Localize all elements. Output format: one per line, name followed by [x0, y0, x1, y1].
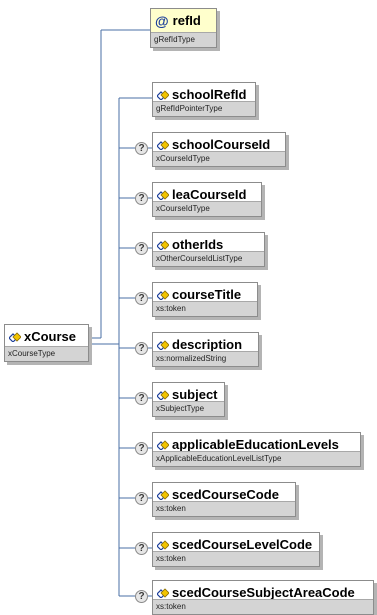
- optional-question-icon: ?: [135, 142, 148, 155]
- optional-question-icon: ?: [135, 492, 148, 505]
- element-icon: [9, 331, 21, 342]
- element-type: xApplicableEducationLevelListType: [153, 451, 360, 466]
- element-icon: [157, 439, 169, 450]
- element-type: xSubjectType: [153, 401, 224, 416]
- element-name: schoolRefId: [172, 87, 247, 102]
- element-icon: [157, 189, 169, 200]
- element-icon: [157, 539, 169, 550]
- element-name: otherIds: [172, 237, 224, 252]
- element-name: leaCourseId: [172, 187, 247, 202]
- element-icon: [157, 289, 169, 300]
- optional-question-icon: ?: [135, 590, 148, 603]
- element-type: xOtherCourseIdListType: [153, 251, 264, 266]
- attribute-type: gRefIdType: [151, 32, 216, 47]
- element-icon: [157, 489, 169, 500]
- optional-question-icon: ?: [135, 192, 148, 205]
- root-element-box[interactable]: xCourse xCourseType: [4, 324, 89, 362]
- attribute-name: refId: [172, 13, 201, 28]
- element-name: schoolCourseId: [172, 137, 271, 152]
- optional-question-icon: ?: [135, 242, 148, 255]
- element-type: xs:token: [153, 301, 257, 316]
- optional-question-icon: ?: [135, 292, 148, 305]
- element-name: scedCourseSubjectAreaCode: [172, 585, 355, 600]
- element-type: gRefIdPointerType: [153, 101, 255, 116]
- element-type: xs:normalizedString: [153, 351, 258, 366]
- element-type: xCourseIdType: [153, 201, 261, 216]
- optional-question-icon: ?: [135, 342, 148, 355]
- element-type: xCourseIdType: [153, 151, 285, 166]
- optional-question-icon: ?: [135, 442, 148, 455]
- element-icon: [157, 239, 169, 250]
- element-type: xs:token: [153, 551, 319, 566]
- element-icon: [157, 139, 169, 150]
- optional-question-icon: ?: [135, 542, 148, 555]
- element-type: xs:token: [153, 599, 373, 614]
- element-icon: [157, 339, 169, 350]
- element-icon: [157, 587, 169, 598]
- element-name: subject: [172, 387, 218, 402]
- element-name: applicableEducationLevels: [172, 437, 339, 452]
- element-name: scedCourseCode: [172, 487, 279, 502]
- element-name: scedCourseLevelCode: [172, 537, 313, 552]
- root-element-name: xCourse: [24, 329, 77, 344]
- attribute-box[interactable]: @ refId gRefIdType: [150, 8, 217, 48]
- element-type: xs:token: [153, 501, 295, 516]
- root-element-type: xCourseType: [5, 346, 88, 361]
- attribute-at-icon: @: [155, 12, 169, 29]
- element-name: courseTitle: [172, 287, 242, 302]
- optional-question-icon: ?: [135, 392, 148, 405]
- connector-lines: [89, 29, 152, 597]
- element-name: description: [172, 337, 243, 352]
- element-icon: [157, 389, 169, 400]
- element-icon: [157, 89, 169, 100]
